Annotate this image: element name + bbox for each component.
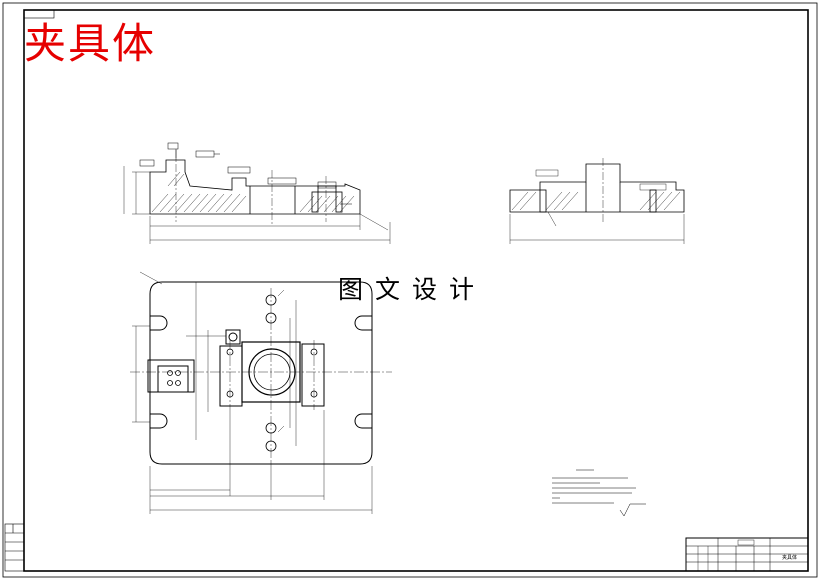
part-name-cell: 夹具体 [782,554,797,561]
watermark-text: 图文设计 [338,275,487,304]
corner-mark [23,9,55,19]
plan-view [130,271,392,514]
drawing-title: 夹具体 [24,19,157,68]
inner-frame [23,9,809,572]
revision-table [4,523,25,572]
side-section-view [509,158,685,244]
technical-notes [552,469,646,517]
front-section-view [123,142,391,244]
title-block: 夹具体 [685,537,809,572]
